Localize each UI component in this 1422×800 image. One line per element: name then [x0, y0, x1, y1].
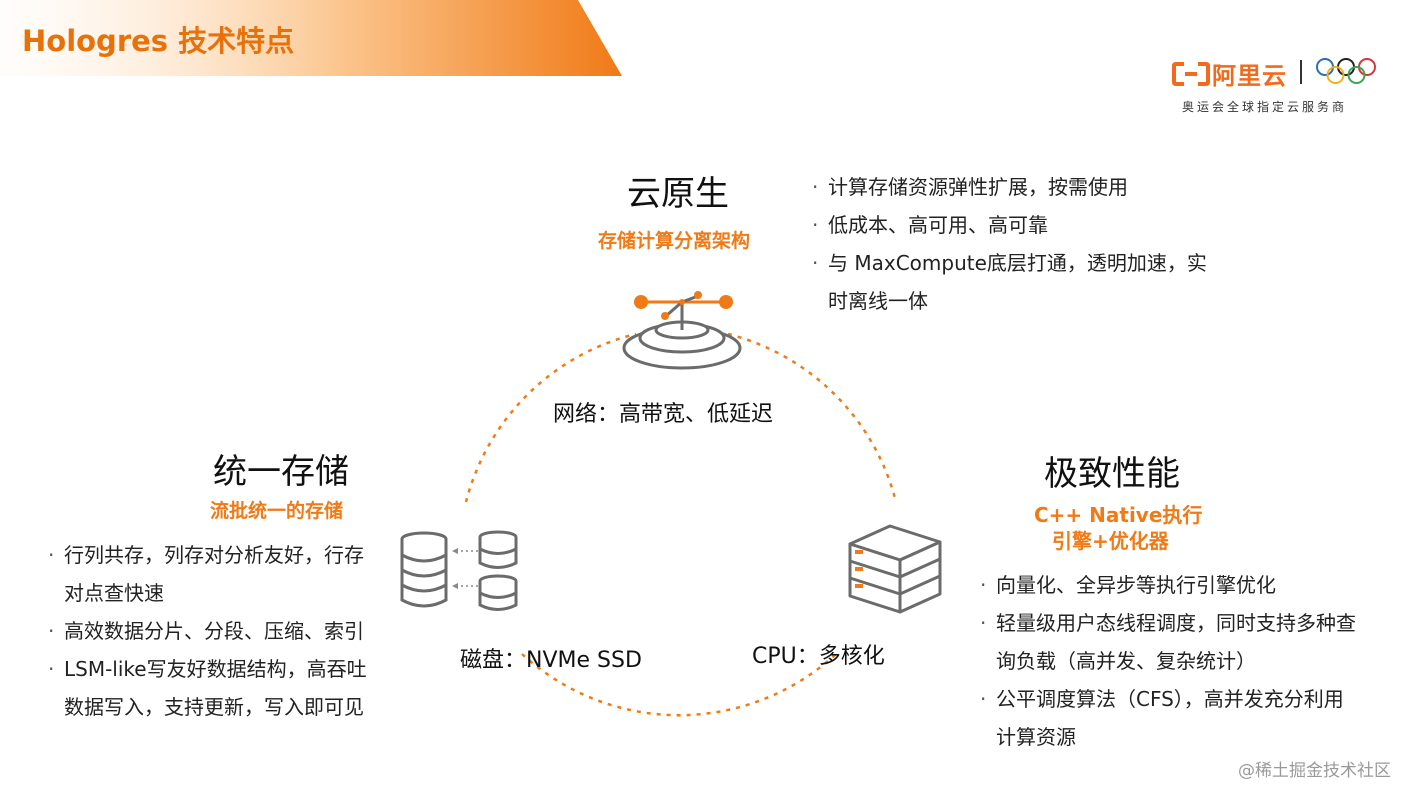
- cloud-native-bullets: 计算存储资源弹性扩展，按需使用 低成本、高可用、高可靠 与 MaxCompute…: [812, 168, 1207, 320]
- cloud-native-subtitle: 存储计算分离架构: [598, 230, 751, 252]
- network-caption: 网络：高带宽、低延迟: [553, 402, 774, 427]
- list-item: 对点查快速: [64, 581, 164, 605]
- list-item: 询负载（高并发、复杂统计）: [996, 649, 1256, 673]
- aliyun-logo-icon: [1172, 61, 1210, 86]
- cloud-native-title: 云原生: [627, 174, 729, 214]
- page-title: Hologres 技术特点: [22, 24, 295, 58]
- list-item: 低成本、高可用、高可靠: [812, 206, 1207, 244]
- data-flow-arrows: [452, 548, 478, 589]
- header-banner: [0, 0, 622, 76]
- list-item: 公平调度算法（CFS），高并发充分利用: [980, 680, 1356, 718]
- unified-storage-subtitle: 流批统一的存储: [210, 500, 344, 522]
- list-item: 数据写入，支持更新，写入即可见: [64, 695, 364, 719]
- logo-divider: [1300, 60, 1302, 84]
- aliyun-logo: 阿里云 奥运会全球指定云服务商: [1172, 56, 1382, 120]
- unified-storage-bullets: 行列共存，列存对分析友好，行存 对点查快速 高效数据分片、分段、压缩、索引 LS…: [48, 536, 367, 726]
- database-stack-icon: [400, 530, 518, 611]
- watermark: @稀土掘金技术社区: [1238, 761, 1391, 781]
- network-node-icon: [622, 291, 742, 370]
- list-item: 与 MaxCompute底层打通，透明加速，实: [812, 244, 1207, 282]
- disk-caption: 磁盘：NVMe SSD: [460, 648, 642, 673]
- server-indicator-lights: [855, 550, 863, 588]
- logo-tagline: 奥运会全球指定云服务商: [1182, 100, 1348, 114]
- list-item: 行列共存，列存对分析友好，行存: [48, 536, 367, 574]
- list-item: 计算存储资源弹性扩展，按需使用: [812, 168, 1207, 206]
- cpu-caption: CPU：多核化: [752, 644, 885, 669]
- list-item: 时离线一体: [828, 289, 928, 313]
- logo-brand-text: 阿里云: [1212, 62, 1287, 90]
- performance-subtitle-line1: C++ Native执行: [1034, 503, 1203, 527]
- list-item: 高效数据分片、分段、压缩、索引: [48, 612, 367, 650]
- olympic-rings-icon: [1316, 58, 1376, 84]
- list-item: 轻量级用户态线程调度，同时支持多种查: [980, 604, 1356, 642]
- server-rack-icon: [848, 524, 942, 614]
- performance-bullets: 向量化、全异步等执行引擎优化 轻量级用户态线程调度，同时支持多种查 询负载（高并…: [980, 566, 1356, 756]
- performance-title: 极致性能: [1044, 454, 1180, 494]
- unified-storage-title: 统一存储: [213, 452, 349, 492]
- list-item: 向量化、全异步等执行引擎优化: [980, 566, 1356, 604]
- list-item: LSM-like写友好数据结构，高吞吐: [48, 650, 367, 688]
- list-item: 计算资源: [996, 725, 1076, 749]
- performance-subtitle-line2: 引擎+优化器: [1052, 529, 1169, 553]
